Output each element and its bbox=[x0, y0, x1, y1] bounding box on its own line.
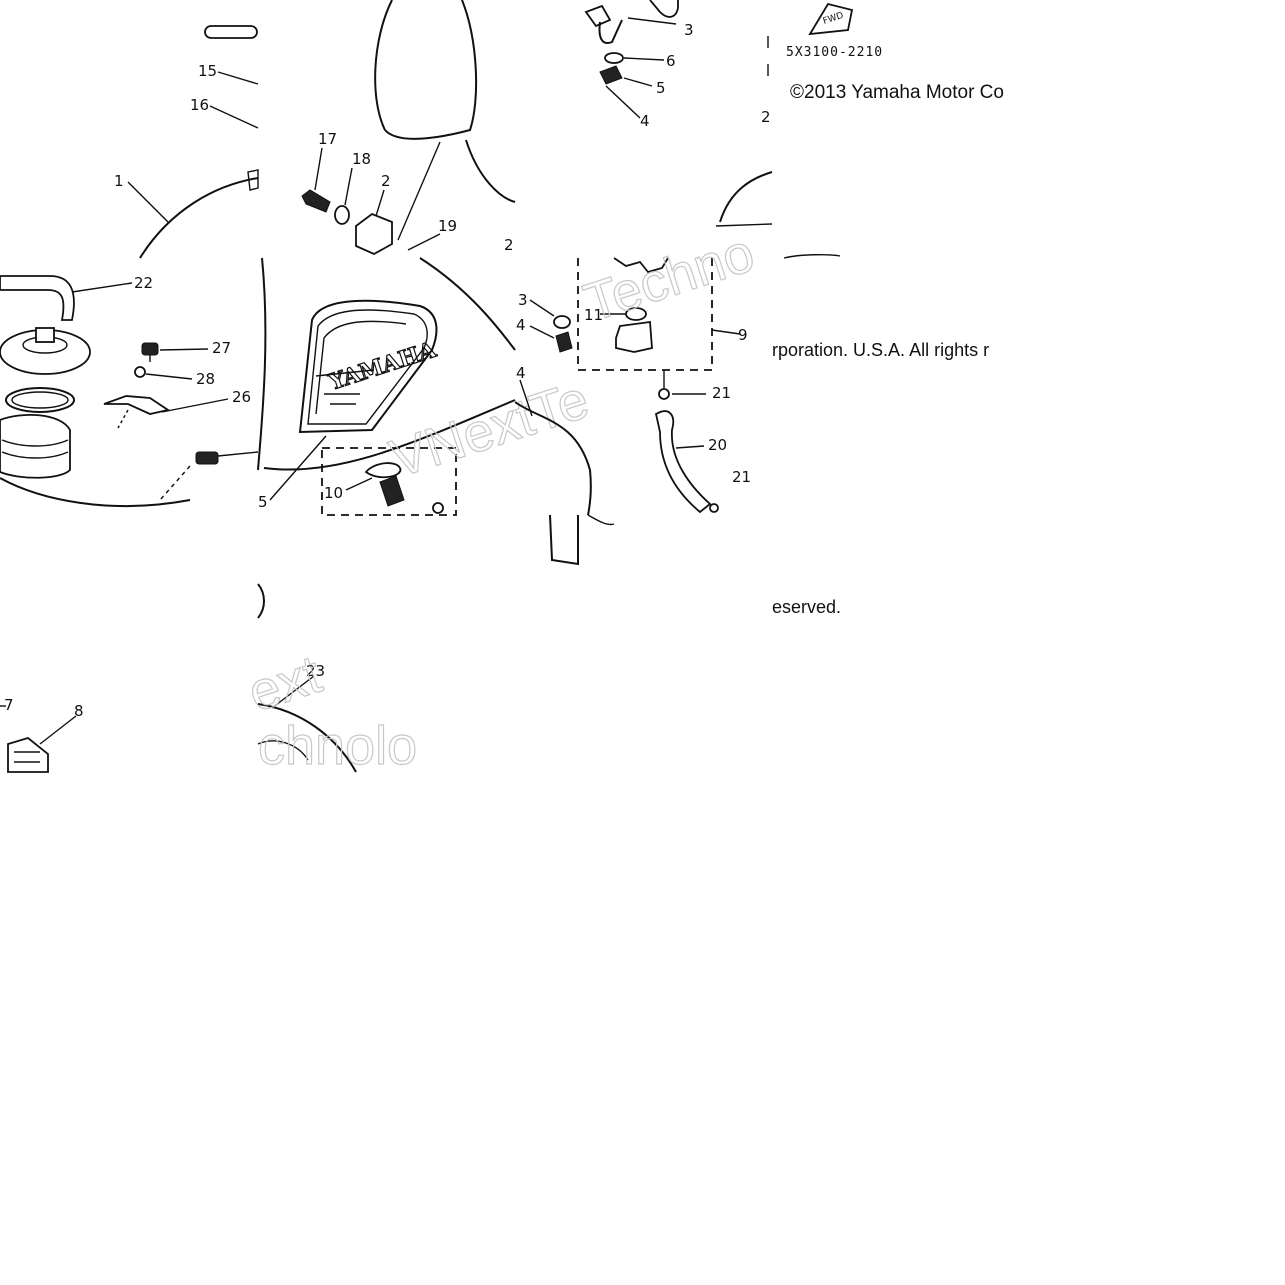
tile-seat-top: 17 18 2 19 bbox=[301, 0, 516, 256]
callout-17: 17 bbox=[318, 130, 337, 148]
fwd-arrow-mark bbox=[808, 2, 854, 36]
callout-4c: 4 bbox=[516, 364, 526, 382]
yamaha-decal-frame bbox=[298, 299, 438, 434]
callout-1: 1 bbox=[114, 172, 124, 190]
fuel-tank-outline bbox=[139, 177, 259, 259]
tile-fuel-cock-top: 3 6 5 4 2 bbox=[584, 0, 773, 227]
yamaha-decal-text: YAMAHA bbox=[325, 337, 440, 397]
watermark-text-3: ext bbox=[241, 644, 328, 723]
callout-27: 27 bbox=[212, 339, 231, 357]
watermark-text-2: Techno bbox=[577, 223, 761, 334]
tile-fuel-tank-left: 15 16 1 22 27 28 26 bbox=[0, 25, 259, 508]
tile-lower-left: 7 8 bbox=[0, 696, 84, 773]
callout-2: 2 bbox=[381, 172, 391, 190]
callout-4b: 4 bbox=[516, 316, 526, 334]
callout-11: 11 bbox=[584, 306, 603, 324]
part-code: 5X3100-2210 bbox=[786, 45, 883, 60]
callout-28: 28 bbox=[196, 370, 215, 388]
callout-20: 20 bbox=[708, 436, 727, 454]
callout-10: 10 bbox=[324, 484, 343, 502]
fuel-cock-lever bbox=[615, 320, 653, 353]
callout-9: 9 bbox=[738, 326, 748, 344]
fuel-hose bbox=[654, 410, 712, 514]
callout-21: 21 bbox=[712, 384, 731, 402]
callout-18: 18 bbox=[352, 150, 371, 168]
seat-outline bbox=[374, 0, 478, 140]
callout-19: 19 bbox=[438, 217, 457, 235]
callout-8: 8 bbox=[74, 702, 84, 720]
hose-part bbox=[0, 275, 75, 321]
tile-lower-part: 23 ext chnolo bbox=[241, 583, 418, 777]
copyright-line-1: ©2013 Yamaha Motor Co bbox=[790, 82, 1004, 103]
clamp-part bbox=[7, 737, 49, 773]
watermark-text-4: chnolo bbox=[258, 716, 417, 776]
tile-fuel-cock-box: 2 3 4 4 11 9 21 20 21 Techno bbox=[504, 222, 762, 516]
callout-2c: 2 bbox=[504, 236, 514, 254]
callout-7: 7 bbox=[4, 696, 14, 714]
copyright-line-3: eserved. bbox=[772, 597, 842, 617]
callout-4: 4 bbox=[640, 112, 650, 130]
callout-21b: 21 bbox=[732, 468, 751, 486]
callout-26: 26 bbox=[232, 388, 251, 406]
callout-2b: 2 bbox=[761, 108, 771, 126]
bracket-part bbox=[103, 395, 171, 415]
callout-6: 6 bbox=[666, 52, 676, 70]
tile-cover-bottom bbox=[549, 514, 615, 566]
copyright-line-2: rporation. U.S.A. All rights r bbox=[772, 340, 990, 360]
callout-3: 3 bbox=[684, 21, 694, 39]
callout-5b: 5 bbox=[258, 493, 268, 511]
callout-15: 15 bbox=[198, 62, 217, 80]
callout-3b: 3 bbox=[518, 291, 528, 309]
mount-block bbox=[355, 212, 393, 256]
gasket-ring bbox=[5, 387, 75, 413]
callout-16: 16 bbox=[190, 96, 209, 114]
pin-part bbox=[204, 25, 258, 39]
tile-side-cover: YAMAHA 10 5 VNextTe bbox=[257, 257, 596, 516]
tile-fwd-code: FWD 5X3100-2210 bbox=[767, 2, 883, 259]
callout-22: 22 bbox=[134, 274, 153, 292]
callout-23: 23 bbox=[306, 662, 325, 680]
callout-5: 5 bbox=[656, 79, 666, 97]
